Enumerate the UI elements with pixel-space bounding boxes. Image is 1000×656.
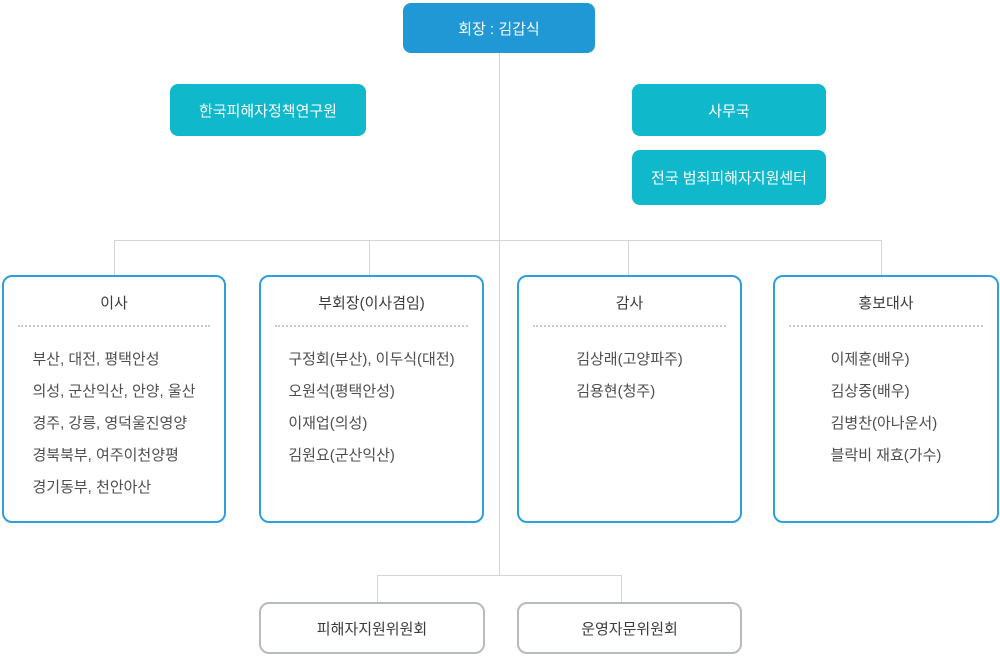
dept-divider bbox=[18, 325, 210, 327]
dept-title: 감사 bbox=[615, 295, 644, 312]
dept-item: 부산, 대전, 평택안성 bbox=[32, 351, 160, 368]
connector-stub-vice-chairman bbox=[369, 240, 370, 276]
dept-divider bbox=[533, 325, 726, 327]
connector-stub-support-committee bbox=[377, 575, 378, 603]
dept-item: 블락비 재효(가수) bbox=[830, 447, 942, 464]
committee-label: 피해자지원위원회 bbox=[316, 620, 428, 638]
dept-item: 오원석(평택안성) bbox=[288, 383, 395, 400]
research-institute-label: 한국피해자정책연구원 bbox=[198, 102, 337, 120]
dept-list: 이제훈(배우) 김상중(배우) 김병찬(아나운서) 블락비 재효(가수) bbox=[831, 344, 942, 472]
dept-title: 홍보대사 bbox=[858, 295, 914, 312]
committee-box-victim-support: 피해자지원위원회 bbox=[259, 602, 485, 654]
connector-center-vertical bbox=[499, 53, 500, 575]
dept-item: 이재업(의성) bbox=[288, 415, 368, 432]
connector-stub-auditors bbox=[628, 240, 629, 276]
dept-item: 경북북부, 여주이천양평 bbox=[32, 447, 179, 464]
dept-item: 김원요(군산익산) bbox=[288, 447, 395, 464]
dept-box-ambassadors: 홍보대사 이제훈(배우) 김상중(배우) 김병찬(아나운서) 블락비 재효(가수) bbox=[773, 275, 999, 523]
dept-item: 김상래(고양파주) bbox=[576, 351, 683, 368]
committee-box-advisory: 운영자문위원회 bbox=[517, 602, 742, 654]
connector-stub-ambassadors bbox=[881, 240, 882, 276]
dept-item: 경기동부, 천안아산 bbox=[32, 479, 152, 496]
dept-box-vice-chairman: 부회장(이사겸임) 구정회(부산), 이두식(대전) 오원석(평택안성) 이재업(의… bbox=[259, 275, 484, 523]
chairman-label: 회장 : 김갑식 bbox=[458, 20, 540, 38]
dept-item: 김상중(배우) bbox=[830, 383, 910, 400]
dept-item: 경주, 강릉, 영덕울진영양 bbox=[32, 415, 188, 432]
research-institute-box: 한국피해자정책연구원 bbox=[170, 84, 366, 136]
connector-stub-directors bbox=[114, 240, 115, 276]
dept-list: 구정회(부산), 이두식(대전) 오원석(평택안성) 이재업(의성) 김원요(군산익산… bbox=[288, 344, 454, 472]
support-center-label: 전국 범죄피해자지원센터 bbox=[651, 170, 807, 187]
dept-item: 김병찬(아나운서) bbox=[830, 415, 938, 432]
dept-title: 부회장(이사겸임) bbox=[318, 295, 425, 312]
support-center-box: 전국 범죄피해자지원센터 bbox=[632, 150, 826, 205]
connector-main-horizontal bbox=[114, 240, 882, 241]
dept-title: 이사 bbox=[100, 295, 128, 312]
dept-item: 의성, 군산익산, 안양, 울산 bbox=[32, 383, 196, 400]
dept-item: 김용현(청주) bbox=[576, 383, 656, 400]
dept-box-auditors: 감사 김상래(고양파주) 김용현(청주) bbox=[517, 275, 742, 523]
dept-item: 구정회(부산), 이두식(대전) bbox=[288, 351, 455, 368]
chairman-box: 회장 : 김갑식 bbox=[403, 3, 595, 53]
dept-item: 이제훈(배우) bbox=[830, 351, 910, 368]
dept-divider bbox=[275, 325, 468, 327]
dept-list: 김상래(고양파주) 김용현(청주) bbox=[576, 344, 683, 408]
secretariat-label: 사무국 bbox=[708, 102, 750, 120]
committee-label: 운영자문위원회 bbox=[581, 620, 678, 638]
secretariat-box: 사무국 bbox=[632, 84, 826, 136]
connector-stub-advisory-committee bbox=[621, 575, 622, 603]
connector-bottom-horizontal bbox=[377, 575, 622, 576]
dept-divider bbox=[789, 325, 983, 327]
